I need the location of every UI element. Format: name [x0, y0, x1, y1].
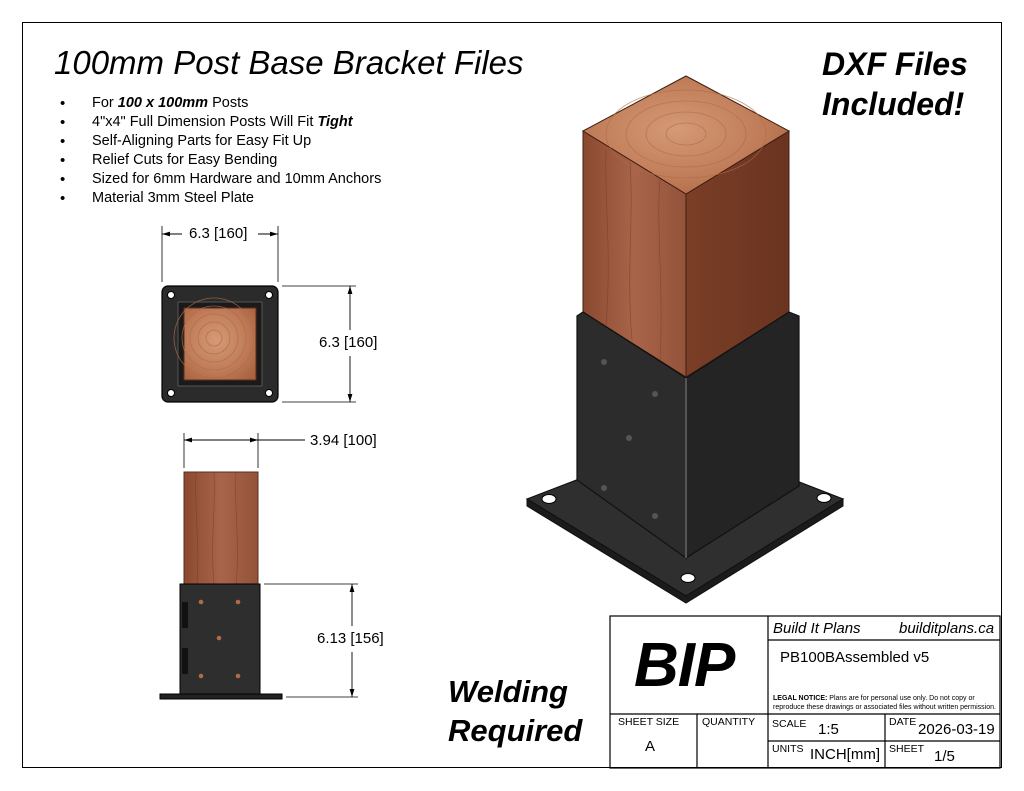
feature-text: Tight — [317, 114, 353, 130]
legal-notice-text-2: reproduce these drawings or associated f… — [773, 704, 996, 711]
feature-item: For 100 x 100mm Posts — [56, 94, 381, 113]
sheet-size-label: SHEET SIZE — [618, 716, 680, 728]
sheet-size-value: A — [645, 738, 656, 755]
legal-notice-text: Plans are for personal use only. Do not … — [829, 695, 975, 702]
top-height-dimension: 6.3 [160] — [316, 334, 381, 351]
side-width-dimension: 3.94 [100] — [307, 432, 380, 449]
top-view-post-end — [183, 307, 257, 381]
drawing-border — [22, 22, 1002, 768]
legal-notice: LEGAL NOTICE: Plans are for personal use… — [773, 694, 996, 712]
feature-text: Relief Cuts for Easy Bending — [92, 152, 278, 168]
iso-anchor-holes — [541, 493, 832, 583]
feature-item: Sized for 6mm Hardware and 10mm Anchors — [56, 170, 381, 189]
top-width-dimension: 6.3 [160] — [186, 225, 251, 242]
scale-label: SCALE — [772, 718, 807, 730]
top-view — [161, 226, 356, 403]
bip-logo: BIP — [634, 631, 735, 700]
top-view-grain-rings — [173, 297, 255, 379]
feature-item: Material 3mm Steel Plate — [56, 189, 381, 208]
dxf-callout-line1: DXF Files — [822, 46, 968, 82]
company-website[interactable]: builditplans.ca — [899, 620, 995, 637]
side-view-post — [183, 471, 259, 585]
units-value: INCH[mm] — [810, 746, 880, 763]
feature-text: Sized for 6mm Hardware and 10mm Anchors — [92, 171, 382, 187]
feature-text: 100 x 100mm — [117, 95, 209, 111]
date-value: 2026-03-19 — [918, 721, 995, 738]
drawing-name: PB100BAssembled v5 — [780, 649, 930, 666]
date-label: DATE — [889, 716, 917, 728]
isometric-view — [525, 75, 845, 604]
top-view-anchor-holes — [167, 291, 273, 397]
quantity-label: QUANTITY — [702, 716, 756, 728]
sheet-label: SHEET — [889, 743, 925, 755]
dxf-callout-line2: Included! — [822, 86, 965, 122]
iso-bracket-bolt-holes — [601, 359, 658, 519]
feature-text: Posts — [208, 95, 249, 111]
page-title: 100mm Post Base Bracket Files — [54, 44, 524, 81]
company-name: Build It Plans — [773, 620, 861, 637]
feature-text: Material 3mm Steel Plate — [92, 190, 254, 206]
feature-item: Relief Cuts for Easy Bending — [56, 151, 381, 170]
feature-text: Self-Aligning Parts for Easy Fit Up — [92, 133, 312, 149]
side-view-base-plate — [159, 693, 283, 700]
feature-text: For — [92, 95, 118, 111]
side-view-bolt-holes — [198, 599, 241, 679]
legal-notice-label: LEGAL NOTICE: — [773, 695, 828, 702]
dxf-callout: DXF Files Included! — [822, 44, 968, 124]
feature-list: For 100 x 100mm Posts4"x4" Full Dimensio… — [56, 94, 381, 208]
welding-note-line1: Welding — [448, 674, 568, 709]
sheet-value: 1/5 — [934, 748, 955, 765]
feature-item: Self-Aligning Parts for Easy Fit Up — [56, 132, 381, 151]
units-label: UNITS — [772, 743, 804, 755]
welding-note-line2: Required — [448, 713, 583, 748]
welding-note: Welding Required — [448, 672, 582, 750]
scale-value: 1:5 — [818, 721, 839, 738]
feature-item: 4"x4" Full Dimension Posts Will Fit Tigh… — [56, 113, 381, 132]
side-height-dimension: 6.13 [156] — [314, 630, 387, 647]
feature-text: 4"x4" Full Dimension Posts Will Fit — [92, 114, 318, 130]
title-block — [609, 615, 1001, 769]
side-view — [159, 433, 358, 700]
